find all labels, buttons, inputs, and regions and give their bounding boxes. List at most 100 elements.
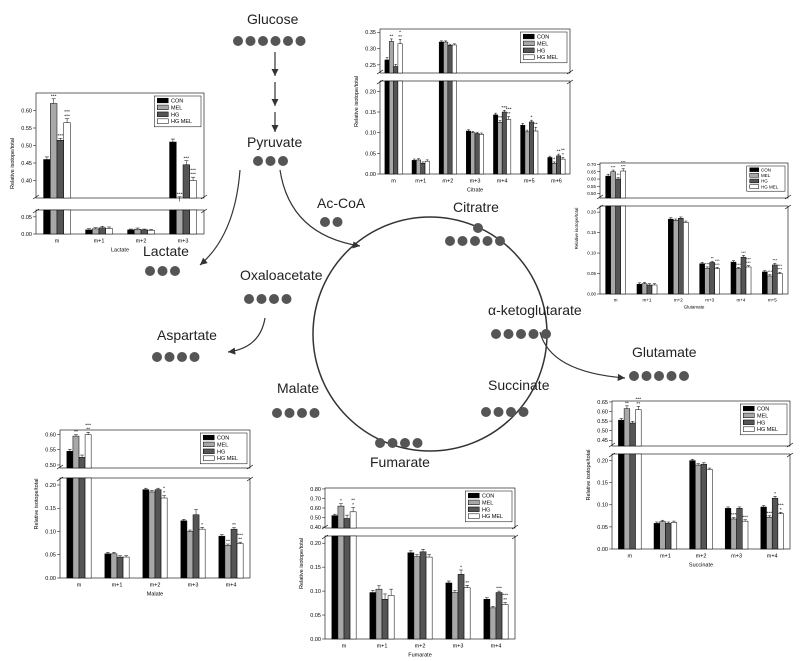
fumarate-legend-swatch	[468, 499, 480, 506]
malate-bar	[218, 535, 226, 579]
malate-y-tick-label: 0.55	[45, 448, 56, 454]
carbon-dot	[157, 266, 168, 276]
fumarate-x-tick-label: m	[342, 644, 347, 650]
malate-legend-swatch	[203, 434, 215, 441]
glutamate-bar	[610, 205, 616, 295]
citrate-bar	[447, 45, 453, 74]
glutamate-legend-label: MEL	[761, 173, 771, 178]
citrate-legend-label: HG	[537, 48, 545, 54]
carbon-dot	[679, 371, 689, 381]
carbon-dot	[528, 329, 539, 339]
citrate-bar	[416, 159, 421, 175]
citrate-bar	[451, 44, 457, 74]
fumarate-bar	[445, 582, 453, 640]
carbon-dot	[516, 329, 526, 339]
citrate-legend-swatch	[523, 47, 535, 53]
malate-legend-swatch	[203, 441, 215, 448]
glutamate-legend-label: CON	[761, 167, 771, 172]
fumarate-legend-swatch	[468, 492, 480, 499]
lactate-y-tick-label: 0.50	[21, 143, 32, 149]
glutamate-bar	[646, 284, 653, 295]
carbon-dot	[541, 329, 551, 339]
succinate-axis-break	[786, 452, 794, 458]
malate-bar	[142, 489, 150, 579]
malate-y-tick-label: 0.15	[45, 506, 56, 512]
lactate-axis-break	[200, 208, 208, 214]
glutamate-x-tick-label: m+5	[768, 298, 777, 303]
malate-upper-frame	[59, 429, 251, 469]
citrate-significance: **	[534, 122, 538, 128]
carbon-dot	[629, 371, 639, 381]
malate-bar	[78, 457, 86, 469]
succinate-significance: ***	[742, 514, 748, 520]
succinate-y-tick-label: 0.10	[597, 503, 608, 509]
lactate-bar	[105, 228, 113, 235]
fumarate-bar	[381, 598, 389, 640]
citrate-axis-break	[376, 79, 384, 85]
citrate-chart: 0.250.300.350.000.050.100.150.20Relative…	[354, 28, 574, 193]
carbon-dot	[164, 352, 175, 362]
malate-legend-label: CON	[217, 436, 229, 442]
malate-significance: **	[226, 539, 230, 545]
glutamate-legend-swatch	[749, 167, 759, 172]
glutamate-significance: ***	[777, 263, 782, 268]
citrate-bar	[551, 163, 557, 175]
citrate-legend-label: MEL	[537, 41, 548, 47]
citrate-bar	[393, 66, 399, 74]
succinate-significance: ***	[766, 510, 772, 516]
malate-bar	[104, 553, 112, 579]
succinate-y-tick-label: 0.00	[597, 547, 608, 553]
glutamate-bar	[651, 284, 658, 295]
label-aketo: α-ketoglutarate	[488, 302, 582, 318]
lactate-significance: ***	[51, 93, 57, 99]
succinate-y-axis-label: Relative isotope/total	[586, 449, 592, 500]
citrate-significance: **	[557, 149, 561, 155]
citrate-x-axis-label: Citrate	[467, 187, 483, 193]
succinate-y-tick-label: 0.45	[597, 438, 608, 444]
glutamate-bar	[762, 271, 768, 295]
glutamate-significance: ***	[715, 262, 720, 267]
lactate-significance: ***	[190, 167, 196, 173]
glutamate-significance: ***	[741, 250, 746, 255]
carbon-dot	[503, 329, 514, 339]
glutamate-legend-label: HG	[761, 179, 768, 184]
citrate-legend-label: CON	[537, 35, 549, 41]
carbon-dot	[177, 352, 187, 362]
succinate-bar	[766, 516, 773, 550]
succinate-legend-label: HG MEL	[757, 427, 778, 433]
lactate-significance: ***	[177, 191, 183, 197]
lactate-bar	[92, 228, 100, 235]
fumarate-bar	[413, 556, 421, 640]
label-fumarate: Fumarate	[370, 454, 430, 470]
carbon-dot	[518, 407, 529, 417]
fumarate-y-tick-label: 0.05	[310, 613, 321, 619]
fumarate-bar	[337, 535, 345, 640]
lactate-lower-frame	[35, 209, 205, 235]
malate-carbons	[272, 408, 320, 418]
lactate-bar	[140, 229, 148, 235]
arrow-pyruvate-citrate	[279, 169, 361, 249]
malate-axis-break	[246, 464, 254, 470]
fumarate-bar	[483, 598, 491, 640]
succinate-bar	[777, 513, 784, 550]
malate-y-tick-label: 0.00	[45, 576, 56, 582]
label-glucose: Glucose	[247, 11, 299, 27]
citrate-x-tick-label: m+1	[415, 179, 426, 185]
citrate-bar	[384, 80, 390, 175]
fumarate-bar	[375, 588, 383, 640]
malate-legend-swatch	[203, 448, 215, 454]
citrate-y-tick-label: 0.15	[365, 110, 376, 116]
glutamate-bar	[709, 262, 715, 295]
glutamate-significance: ***	[777, 267, 782, 272]
lactate-x-tick-label: m+3	[178, 239, 189, 245]
fumarate-y-tick-label: 0.80	[310, 487, 321, 493]
succinate-bar	[706, 469, 713, 550]
glutamate-y-tick-label: 0.60	[587, 177, 596, 182]
succinate-y-tick-label: 0.15	[597, 481, 608, 487]
glutamate-bar	[620, 170, 626, 199]
fumarate-y-tick-label: 0.20	[310, 541, 321, 547]
citrate-axis-break	[566, 69, 574, 75]
malate-significance: **	[74, 429, 78, 435]
